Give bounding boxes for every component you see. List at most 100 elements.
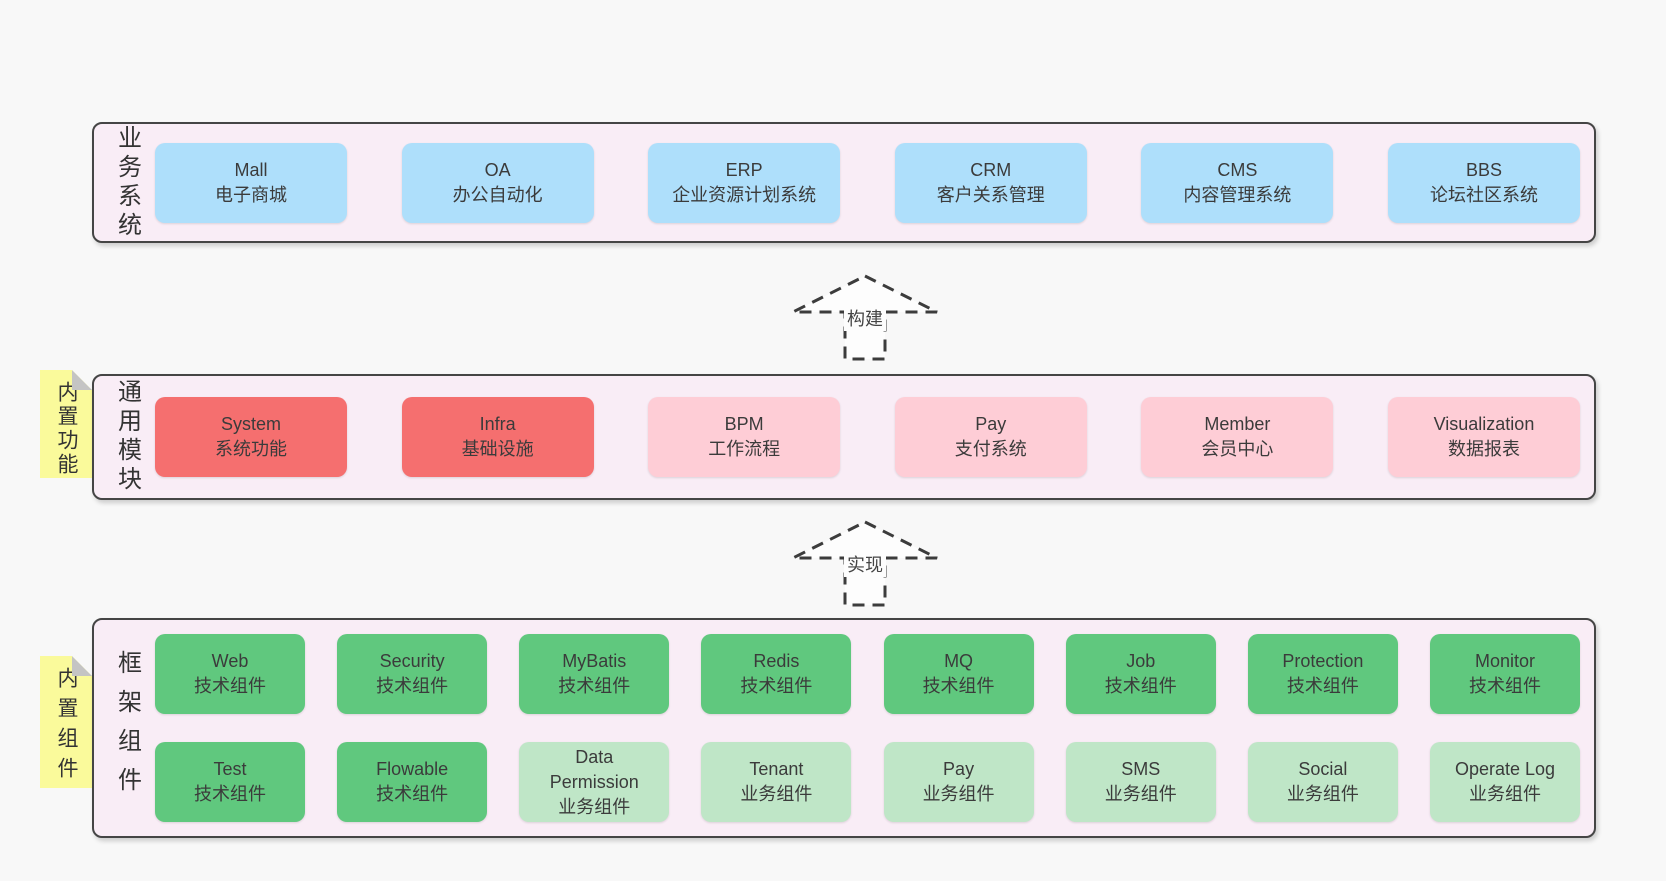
box-title: Monitor: [1474, 651, 1535, 671]
box-redis: Redis 技术组件: [701, 634, 852, 714]
box-title: Visualization: [1433, 414, 1535, 434]
box-title: Mall: [234, 159, 268, 180]
box-subtitle: 技术组件: [1286, 676, 1359, 696]
box-title: Redis: [753, 651, 800, 671]
box-member: Member 会员中心: [1141, 397, 1334, 477]
box-subtitle: 数据报表: [1447, 439, 1520, 459]
box-security: Security 技术组件: [337, 634, 488, 714]
box-subtitle: 内容管理系统: [1183, 184, 1292, 205]
implement-arrow-label: 实现: [844, 551, 886, 577]
box-web: Web 技术组件: [155, 634, 305, 714]
box-subtitle: 业务组件: [558, 796, 631, 817]
box-subtitle: 客户关系管理: [936, 184, 1045, 205]
box-operate-log: Operate Log 业务组件: [1429, 742, 1580, 822]
section-business-systems: 业务系统 Mall 电子商城 OA 办公自动化 ERP 企业资源计划系统 CRM…: [92, 122, 1596, 243]
section-business-label: 业务系统: [113, 124, 141, 241]
box-test: Test 技术组件: [155, 742, 305, 822]
box-protection: Protection 技术组件: [1247, 634, 1398, 714]
box-title: Web: [211, 651, 249, 671]
box-title: Flowable: [376, 759, 449, 779]
box-subtitle: 电子商城: [215, 184, 287, 205]
box-title: Pay: [975, 414, 1007, 434]
box-oa: OA 办公自动化: [401, 142, 594, 223]
note-text: 内置组件: [55, 667, 78, 787]
box-subtitle: 企业资源计划系统: [672, 184, 817, 205]
box-bpm: BPM 工作流程: [648, 397, 841, 477]
box-title: Operate Log: [1454, 759, 1556, 779]
box-pay-module: Pay 支付系统: [894, 397, 1087, 477]
box-subtitle: 工作流程: [708, 439, 781, 459]
box-subtitle: 业务组件: [1286, 784, 1359, 804]
box-bbs: BBS 论坛社区系统: [1387, 142, 1580, 223]
box-data-permission: Data Permission 业务组件: [519, 742, 670, 822]
box-cms: CMS 内容管理系统: [1141, 142, 1334, 223]
box-subtitle: 业务组件: [922, 784, 995, 804]
box-subtitle: 技术组件: [376, 676, 449, 696]
box-subtitle: 技术组件: [194, 676, 266, 696]
box-crm: CRM 客户关系管理: [894, 142, 1087, 223]
implement-arrow: 实现: [790, 520, 940, 608]
box-mq: MQ 技术组件: [883, 634, 1034, 714]
box-system: System 系统功能: [155, 397, 347, 477]
box-subtitle: 技术组件: [922, 676, 995, 696]
box-title: Security: [379, 651, 445, 671]
box-subtitle: 业务组件: [1468, 784, 1541, 804]
build-arrow-label: 构建: [844, 305, 886, 331]
box-title: Data Permission: [549, 746, 639, 792]
box-title: OA: [484, 159, 511, 180]
component-boxes: Web 技术组件 Security 技术组件 MyBatis 技术组件 Redi…: [155, 620, 1580, 836]
section-common-modules: 通用模块 System 系统功能 Infra 基础设施 BPM 工作流程 Pay…: [92, 374, 1596, 500]
box-subtitle: 论坛社区系统: [1429, 184, 1538, 205]
box-infra: Infra 基础设施: [401, 397, 594, 477]
box-subtitle: 业务组件: [1104, 784, 1177, 804]
box-title: System: [220, 414, 281, 434]
business-boxes: Mall 电子商城 OA 办公自动化 ERP 企业资源计划系统 CRM 客户关系…: [155, 124, 1580, 241]
box-mall: Mall 电子商城: [155, 142, 347, 223]
box-title: Pay: [943, 759, 975, 779]
box-tenant: Tenant 业务组件: [701, 742, 852, 822]
box-title: Member: [1204, 414, 1271, 434]
box-title: CRM: [970, 159, 1012, 180]
box-subtitle: 办公自动化: [452, 184, 543, 205]
box-title: Social: [1298, 759, 1348, 779]
box-subtitle: 系统功能: [215, 439, 287, 459]
box-pay-component: Pay 业务组件: [883, 742, 1034, 822]
box-title: Test: [213, 759, 247, 779]
box-subtitle: 业务组件: [740, 784, 813, 804]
section-modules-label: 通用模块: [113, 379, 141, 495]
box-mybatis: MyBatis 技术组件: [519, 634, 670, 714]
box-social: Social 业务组件: [1247, 742, 1398, 822]
box-subtitle: 技术组件: [194, 784, 266, 804]
sticky-note-built-in-components: 内置组件: [40, 656, 92, 788]
box-subtitle: 技术组件: [1104, 676, 1177, 696]
module-boxes: System 系统功能 Infra 基础设施 BPM 工作流程 Pay 支付系统…: [155, 376, 1580, 498]
box-title: Tenant: [749, 759, 804, 779]
box-title: Protection: [1282, 651, 1364, 671]
box-flowable: Flowable 技术组件: [337, 742, 488, 822]
box-title: Infra: [479, 414, 516, 434]
component-row-1: Web 技术组件 Security 技术组件 MyBatis 技术组件 Redi…: [155, 634, 1580, 714]
build-arrow: 构建: [790, 274, 940, 362]
box-visualization: Visualization 数据报表: [1387, 397, 1580, 477]
folded-corner-icon: [72, 370, 92, 390]
section-framework-components: 框架组件 Web 技术组件 Security 技术组件 MyBatis 技术组件…: [92, 618, 1596, 838]
box-title: ERP: [725, 159, 763, 180]
box-title: BBS: [1465, 159, 1502, 180]
box-subtitle: 会员中心: [1201, 439, 1274, 459]
box-subtitle: 基础设施: [461, 439, 534, 459]
box-sms: SMS 业务组件: [1065, 742, 1216, 822]
box-monitor: Monitor 技术组件: [1429, 634, 1580, 714]
folded-corner-icon: [72, 656, 92, 676]
box-title: MQ: [944, 651, 974, 671]
box-subtitle: 支付系统: [954, 439, 1027, 459]
box-title: SMS: [1121, 759, 1161, 779]
box-subtitle: 技术组件: [740, 676, 813, 696]
component-row-2: Test 技术组件 Flowable 技术组件 Data Permission …: [155, 742, 1580, 822]
box-subtitle: 技术组件: [558, 676, 631, 696]
box-subtitle: 技术组件: [1468, 676, 1541, 696]
note-text: 内置功能: [55, 381, 78, 477]
box-job: Job 技术组件: [1065, 634, 1216, 714]
box-erp: ERP 企业资源计划系统: [648, 142, 841, 223]
sticky-note-built-in-features: 内置功能: [40, 370, 92, 478]
